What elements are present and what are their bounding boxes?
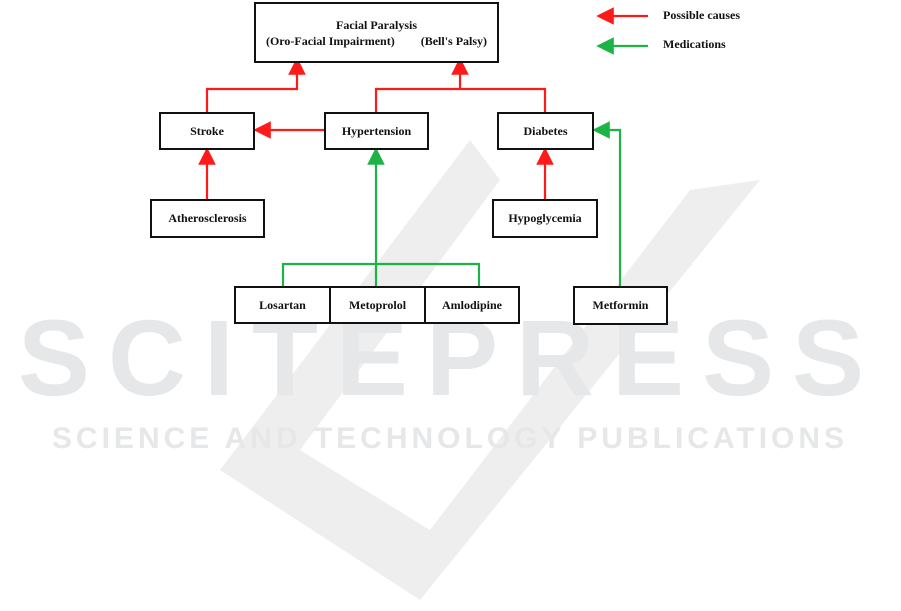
node-facial-paralysis-subtitle-left: (Oro-Facial Impairment) bbox=[265, 33, 395, 48]
node-hypoglycemia: Hypoglycemia bbox=[492, 199, 598, 238]
edge-hypertension-diabetes-join bbox=[374, 87, 547, 112]
node-facial-paralysis-title: Facial Paralysis bbox=[336, 17, 417, 32]
watermark-subtitle: SCIENCE AND TECHNOLOGY PUBLICATIONS bbox=[52, 422, 848, 455]
node-facial-paralysis: Facial Paralysis (Oro-Facial Impairment)… bbox=[254, 2, 499, 63]
node-facial-paralysis-subtitles: (Oro-Facial Impairment) (Bell's Palsy) bbox=[266, 33, 487, 49]
legend-medications: Medications bbox=[663, 37, 726, 51]
edge-metformin-to-diabetes bbox=[592, 121, 622, 286]
node-diabetes: Diabetes bbox=[497, 112, 594, 150]
legend-possible-causes: Possible causes bbox=[663, 8, 741, 22]
watermark-swoosh bbox=[220, 140, 760, 600]
node-metoprolol: Metoprolol bbox=[329, 286, 426, 324]
node-amlodipine: Amlodipine bbox=[424, 286, 520, 324]
node-facial-paralysis-subtitle-right: (Bell's Palsy) bbox=[420, 33, 488, 48]
node-losartan: Losartan bbox=[234, 286, 331, 324]
node-metformin: Metformin bbox=[573, 286, 668, 325]
edge-stroke-to-facial-paralysis bbox=[205, 57, 306, 112]
node-hypertension: Hypertension bbox=[324, 112, 429, 150]
node-atherosclerosis: Atherosclerosis bbox=[150, 199, 265, 238]
edge-medications-join bbox=[281, 262, 481, 286]
node-stroke: Stroke bbox=[159, 112, 255, 150]
